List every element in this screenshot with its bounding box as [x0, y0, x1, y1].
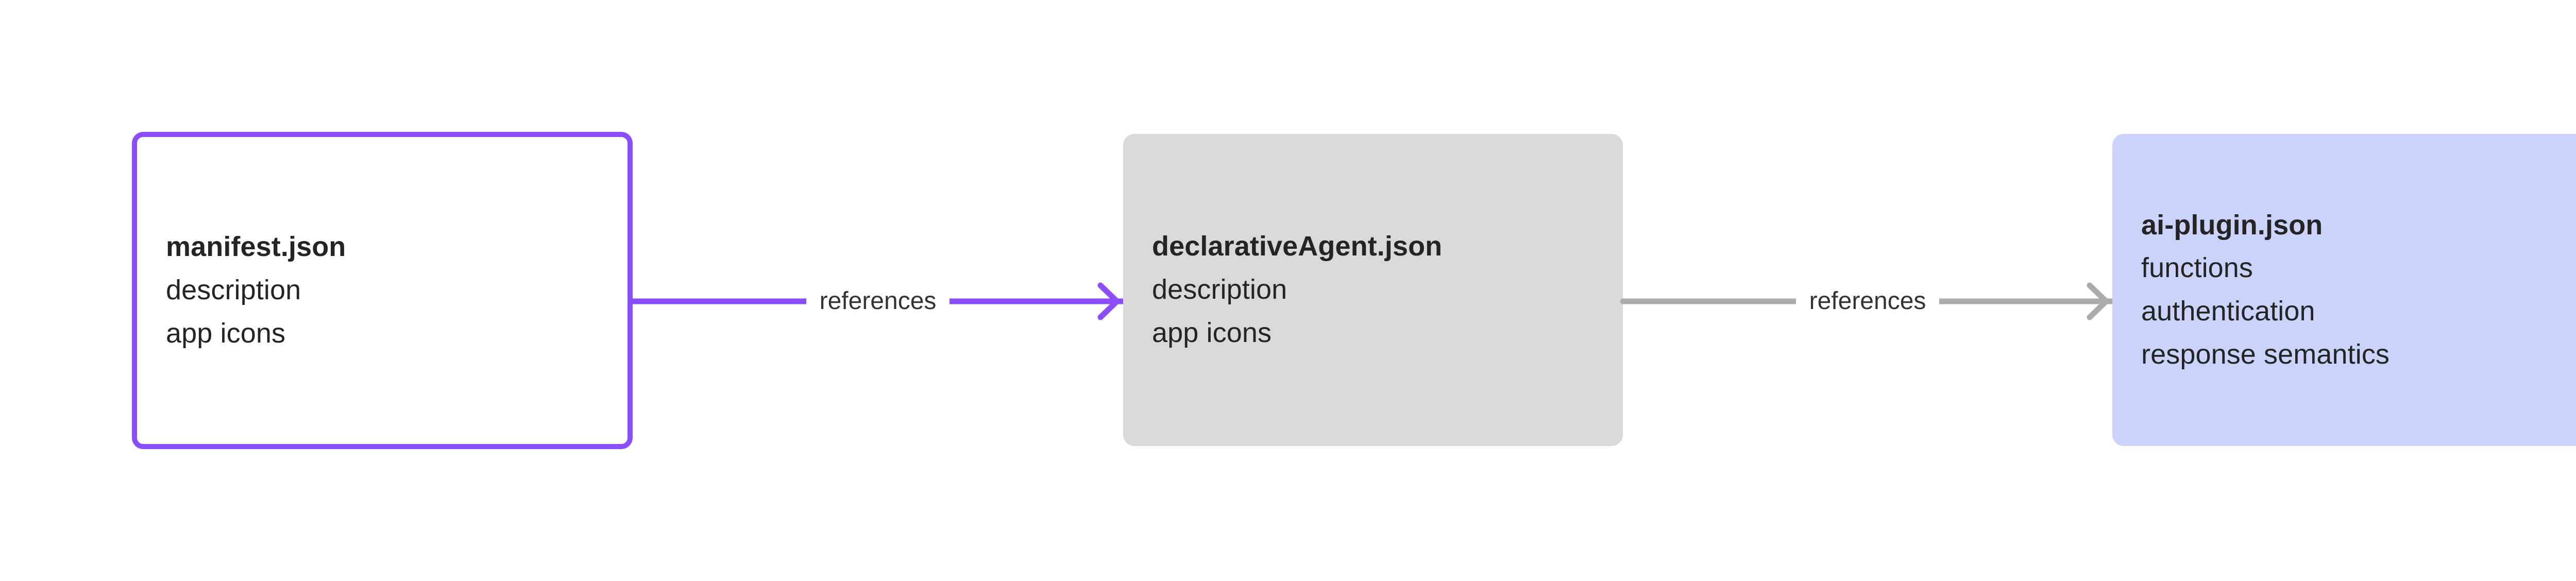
edge-declarative-agent-to-ai-plugin: references [1620, 263, 2115, 340]
node-ai-plugin-line-functions: functions [2141, 252, 2253, 284]
node-manifest-title: manifest.json [166, 231, 346, 263]
node-manifest-json[interactable]: manifest.json description app icons [132, 132, 633, 449]
node-ai-plugin-line-response-semantics: response semantics [2141, 338, 2390, 370]
edge-1-label: references [806, 287, 950, 316]
node-declarative-agent-line-description: description [1152, 274, 1287, 305]
node-declarative-agent-line-app-icons: app icons [1152, 317, 1272, 348]
node-ai-plugin-title: ai-plugin.json [2141, 209, 2323, 241]
node-ai-plugin-json[interactable]: ai-plugin.json functions authentication … [2112, 134, 2576, 446]
node-manifest-line-app-icons: app icons [166, 317, 286, 349]
node-declarative-agent-title: declarativeAgent.json [1152, 231, 1443, 262]
node-declarative-agent-json[interactable]: declarativeAgent.json description app ic… [1123, 134, 1623, 446]
node-ai-plugin-line-authentication: authentication [2141, 296, 2315, 327]
edge-manifest-to-declarative-agent: references [630, 263, 1126, 340]
node-manifest-line-description: description [166, 275, 301, 306]
edge-2-label: references [1795, 287, 1940, 316]
